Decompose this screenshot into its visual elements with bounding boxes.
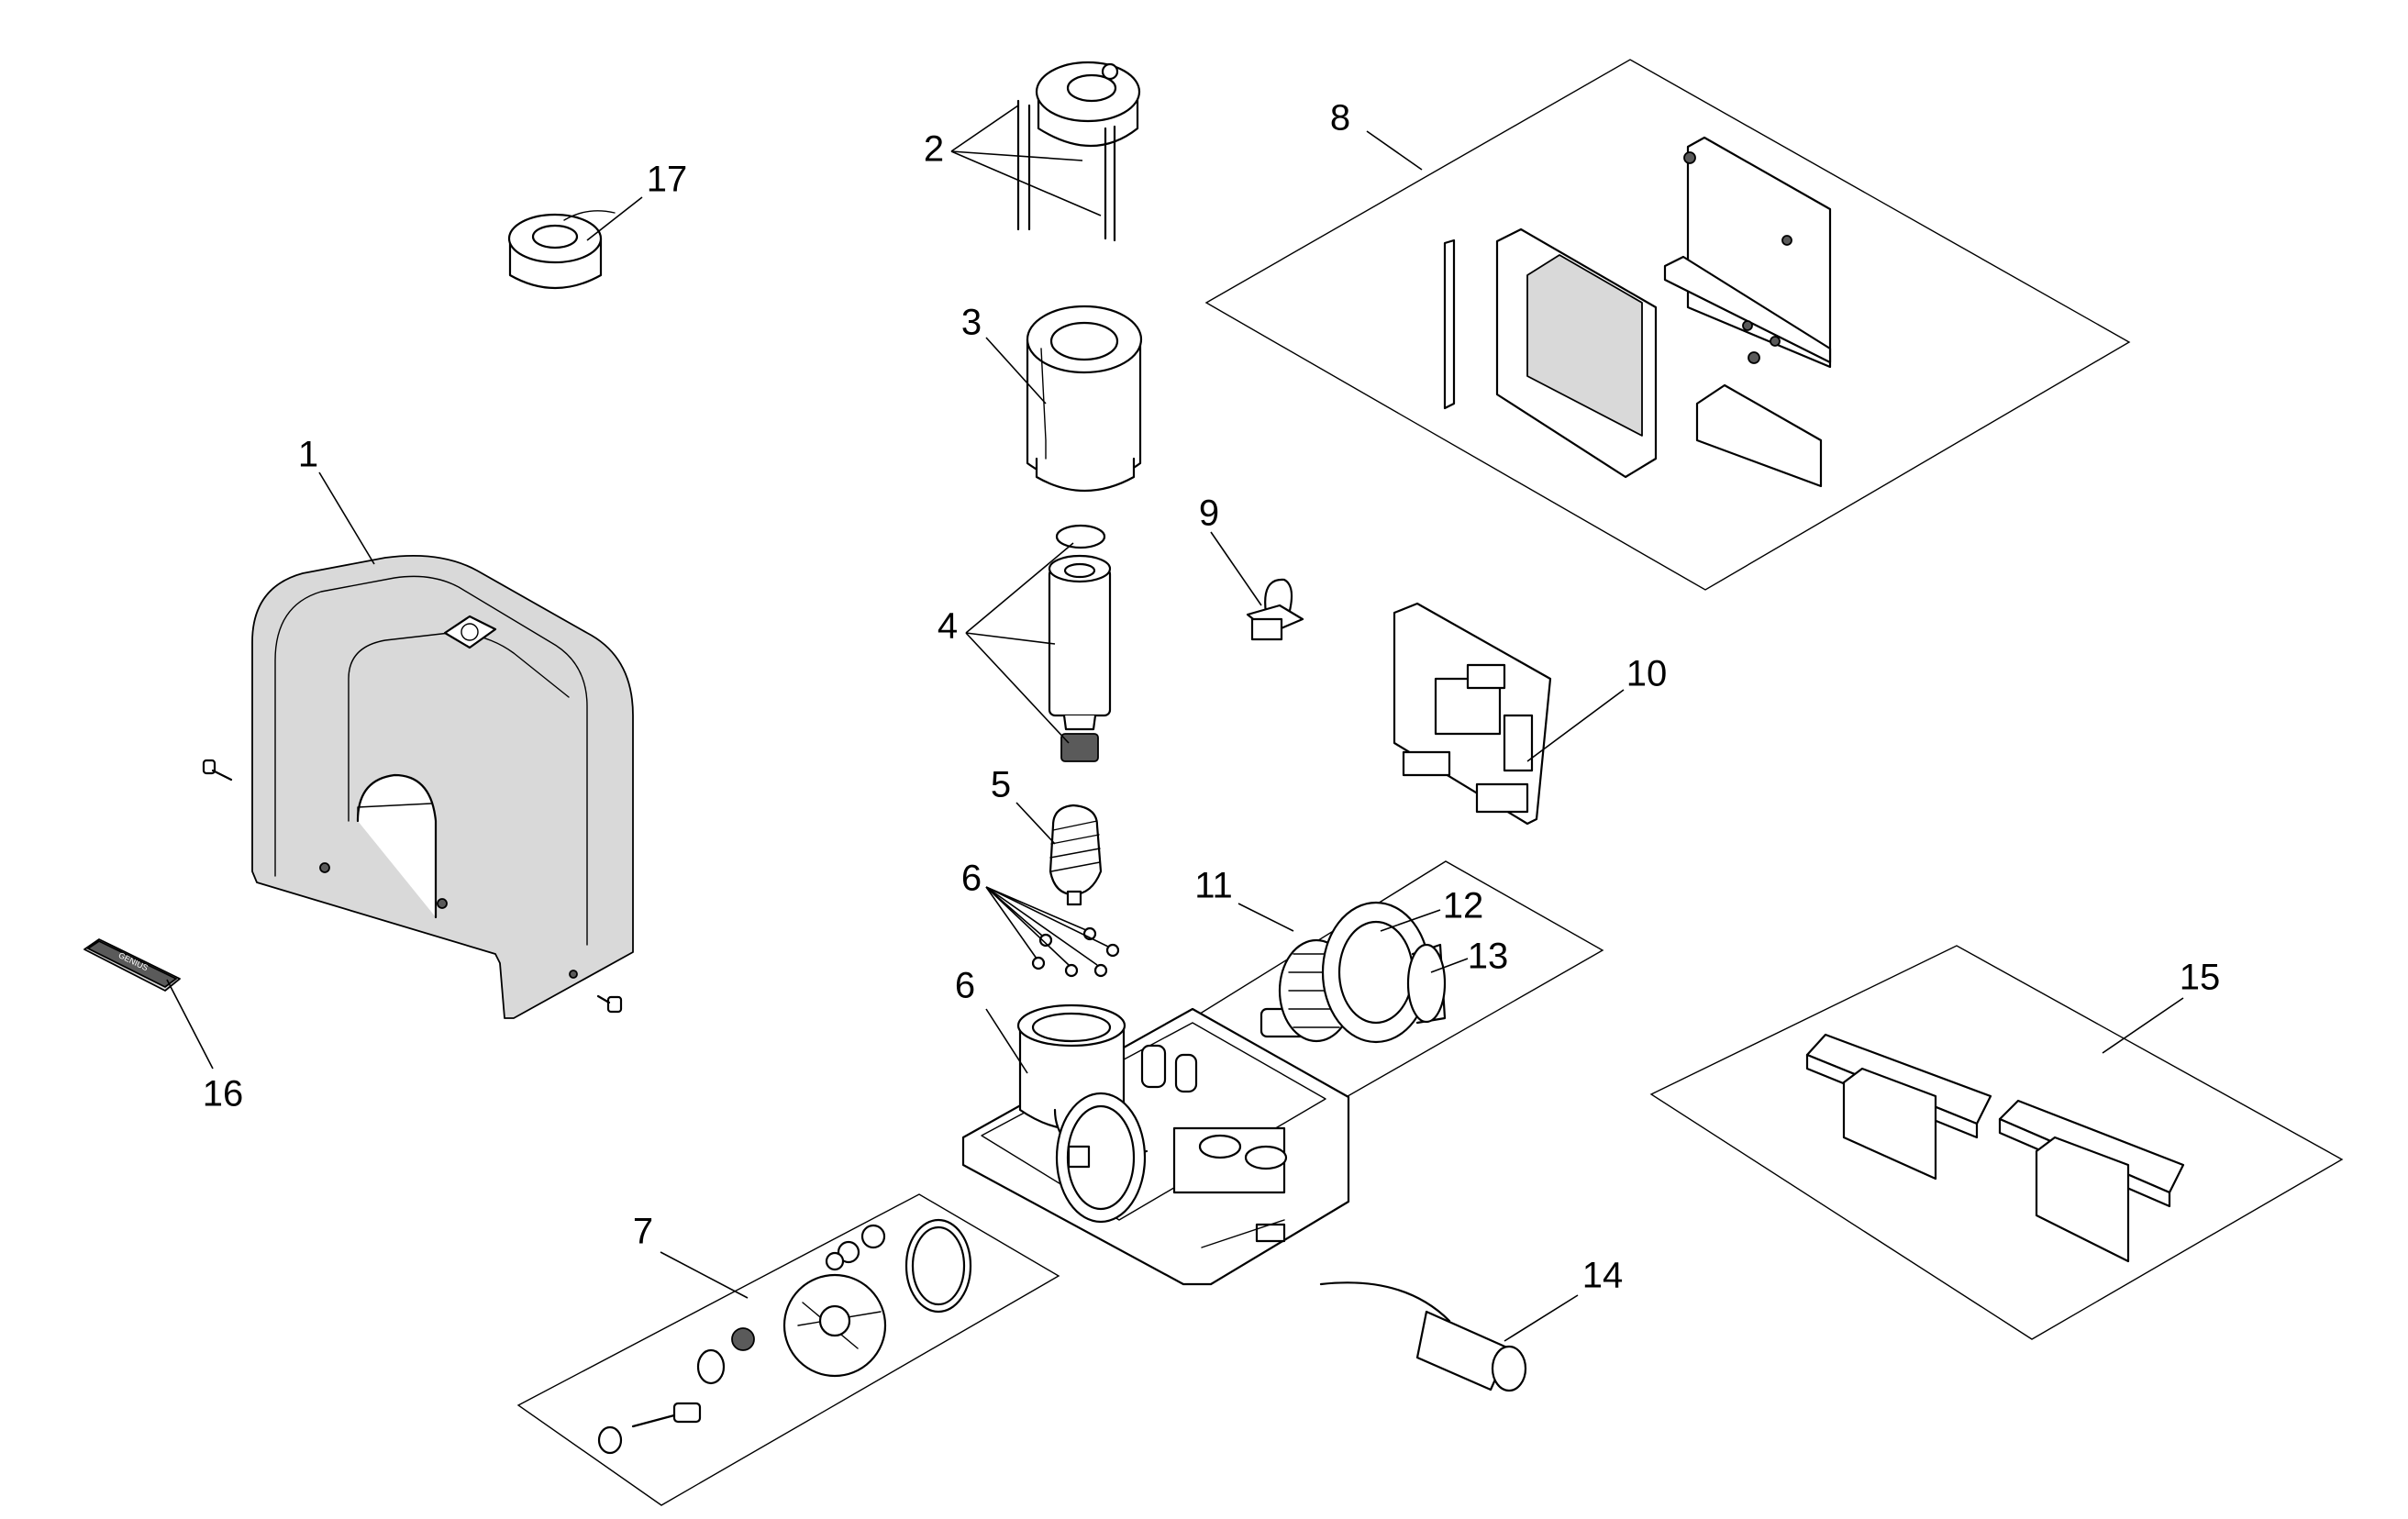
part-1-cover bbox=[251, 554, 634, 1019]
label-1: 1 bbox=[298, 435, 318, 475]
leader-2c bbox=[950, 150, 1102, 216]
label-2: 2 bbox=[924, 129, 944, 170]
leader-1 bbox=[318, 471, 375, 565]
leader-6d bbox=[985, 886, 1038, 959]
label-6-screws: 6 bbox=[961, 859, 982, 899]
leader-12 bbox=[1380, 909, 1441, 932]
label-16: 16 bbox=[203, 1074, 244, 1114]
label-4: 4 bbox=[938, 606, 958, 647]
leader-4c bbox=[965, 632, 1070, 744]
leader-17 bbox=[586, 196, 643, 241]
leader-6-base bbox=[985, 1008, 1028, 1074]
leader-14 bbox=[1504, 1294, 1579, 1342]
part-14-capacitor bbox=[1319, 1281, 1527, 1392]
leader-6f bbox=[985, 886, 1098, 966]
part-4-rotor bbox=[1048, 524, 1112, 762]
label-5: 5 bbox=[991, 765, 1011, 805]
leader-6b bbox=[985, 886, 1087, 931]
leader-9 bbox=[1210, 531, 1262, 606]
leader-2b bbox=[950, 150, 1083, 161]
part-7-release-group bbox=[597, 1218, 972, 1455]
part-11-gear-assembly bbox=[1259, 901, 1447, 1044]
leader-8 bbox=[1366, 130, 1423, 171]
leader-11 bbox=[1237, 903, 1294, 932]
leader-7 bbox=[660, 1251, 749, 1299]
label-13: 13 bbox=[1468, 937, 1509, 977]
part-17-sensor-ring bbox=[507, 210, 616, 289]
leader-3 bbox=[985, 337, 1047, 405]
leader-16 bbox=[166, 979, 214, 1070]
part-8-control-box-kit bbox=[1443, 136, 1832, 488]
label-6-base: 6 bbox=[955, 966, 975, 1006]
label-11: 11 bbox=[1194, 866, 1233, 906]
cover-screw-right bbox=[596, 994, 623, 1014]
part-6-gearbox-base bbox=[961, 1003, 1350, 1286]
part-3-stator bbox=[1026, 305, 1143, 492]
part-16-badge: GENIUS bbox=[83, 938, 181, 992]
label-10: 10 bbox=[1626, 654, 1668, 694]
part-5-worm-gear bbox=[1049, 804, 1103, 906]
part-10-control-board bbox=[1393, 602, 1552, 826]
leader-5 bbox=[1015, 802, 1056, 845]
leader-15 bbox=[2102, 997, 2184, 1054]
label-17: 17 bbox=[647, 160, 688, 200]
logo-plate bbox=[443, 615, 497, 649]
group-box-15 bbox=[1649, 945, 2344, 1340]
leader-2a bbox=[950, 105, 1019, 152]
group-box-8 bbox=[1204, 59, 2131, 591]
part-15-lock-brackets bbox=[1805, 1033, 2185, 1263]
label-7: 7 bbox=[633, 1212, 653, 1252]
label-15: 15 bbox=[2180, 958, 2221, 998]
part-2-stator-top bbox=[1016, 61, 1141, 242]
leader-4a bbox=[965, 542, 1074, 634]
leader-6e bbox=[985, 886, 1070, 966]
cover-screw-left bbox=[202, 759, 233, 782]
label-9: 9 bbox=[1199, 493, 1219, 534]
leader-10 bbox=[1526, 689, 1625, 762]
leader-4b bbox=[965, 632, 1056, 645]
label-3: 3 bbox=[961, 303, 982, 343]
leader-6c bbox=[985, 886, 1109, 948]
label-14: 14 bbox=[1582, 1256, 1624, 1296]
leader-13 bbox=[1430, 958, 1469, 973]
label-8: 8 bbox=[1330, 98, 1350, 139]
group-box-7 bbox=[516, 1193, 1060, 1506]
part-9-connector bbox=[1246, 578, 1304, 641]
part-6-screws bbox=[1031, 926, 1120, 978]
label-12: 12 bbox=[1443, 886, 1484, 926]
